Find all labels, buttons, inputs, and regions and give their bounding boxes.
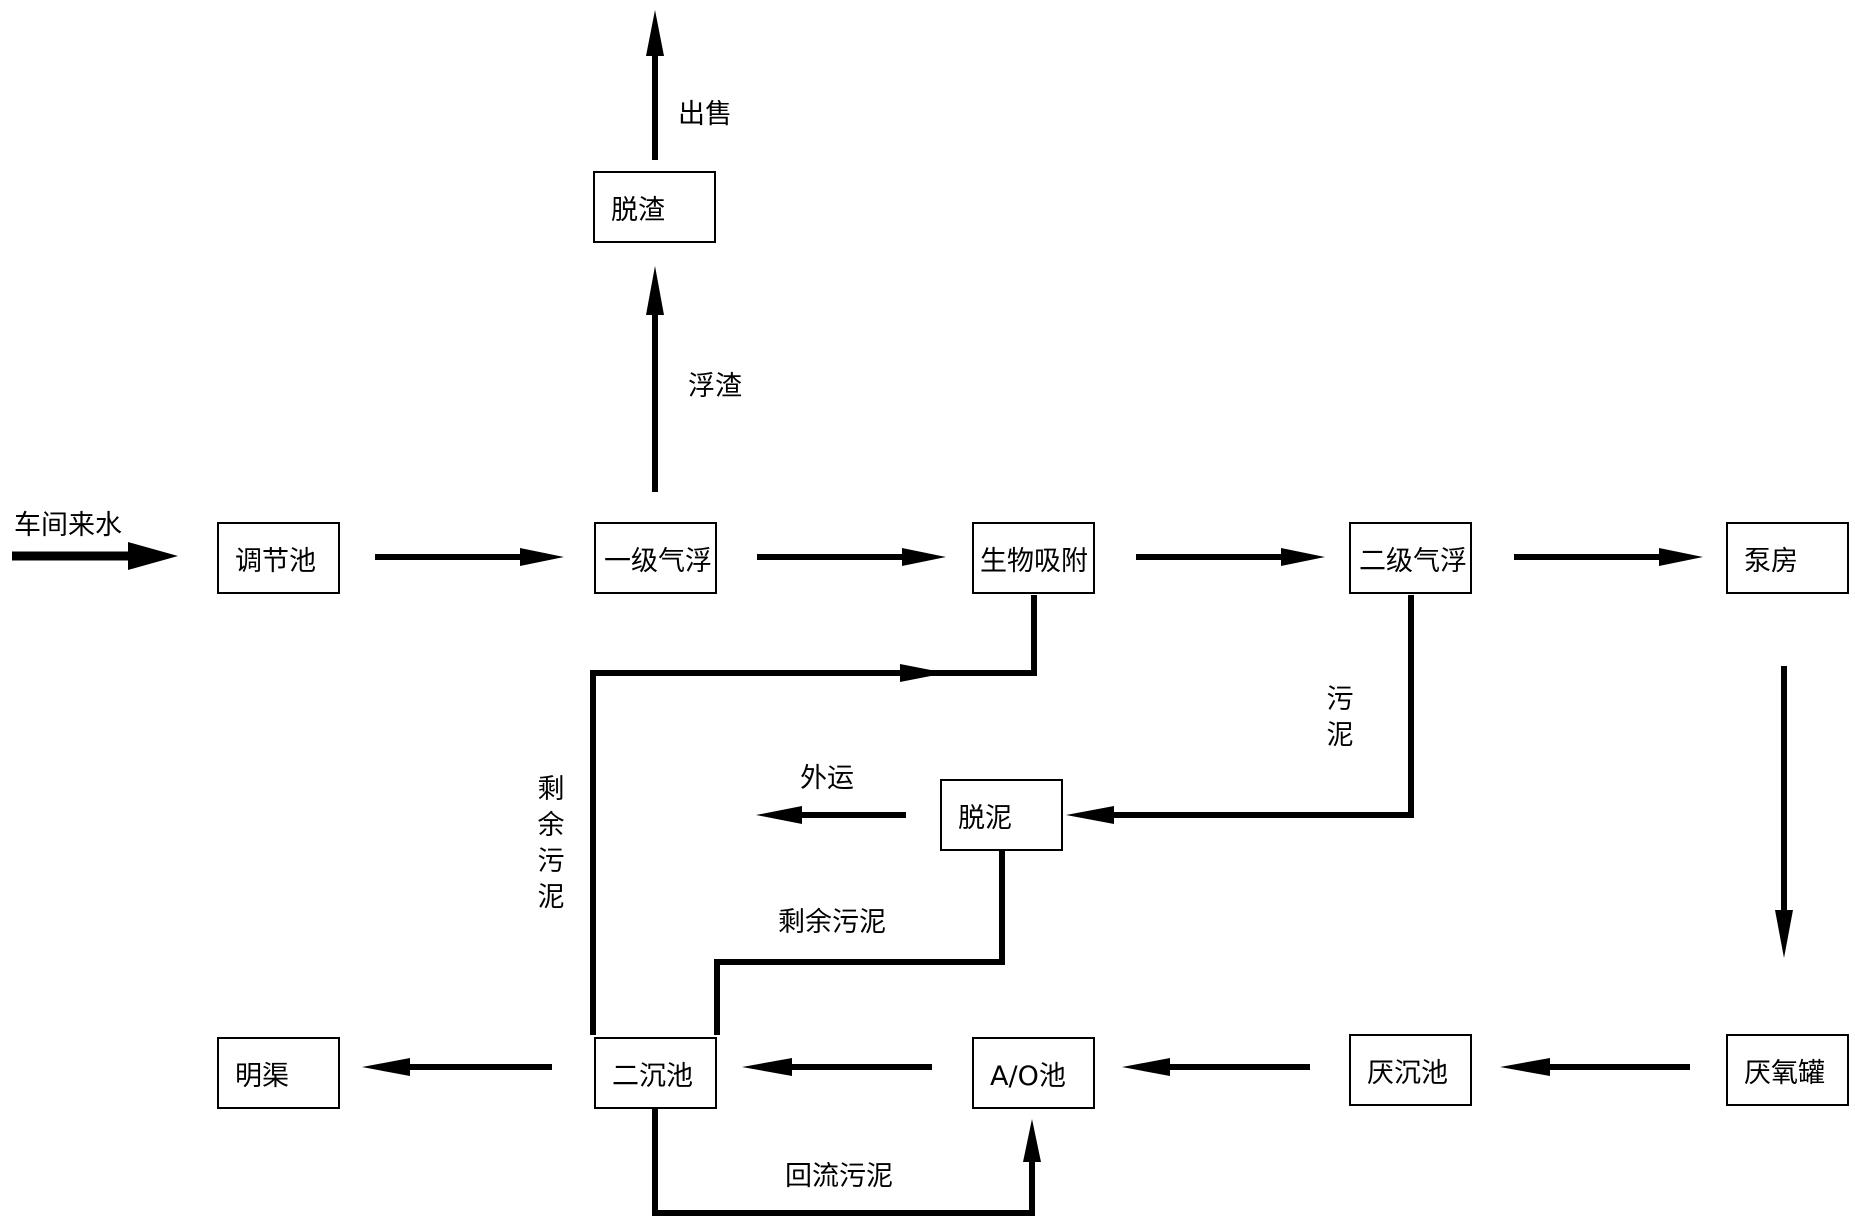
- label-huiliu-wuni: 回流污泥: [785, 1161, 893, 1192]
- label-inflow: 车间来水: [14, 510, 122, 541]
- label-wuni-vertical: 污泥: [1325, 682, 1355, 754]
- arrow-return-sludge: [652, 1107, 1041, 1216]
- node-erji-qifu: 二级气浮: [1349, 522, 1472, 594]
- line-erchenchi-surplus-to-shengwu: [590, 595, 1037, 1035]
- arrow-bengfang-to-yanyangguan: [1775, 666, 1793, 958]
- node-mingqu: 明渠: [217, 1037, 340, 1109]
- node-erchenchi: 二沉池: [594, 1037, 717, 1109]
- line-erchenchi-surplus-to-tuoni: [714, 851, 1005, 1035]
- node-tuoni: 脱泥: [940, 779, 1063, 851]
- label-waiyun: 外运: [800, 763, 854, 794]
- node-yanyangguan: 厌氧罐: [1726, 1034, 1849, 1106]
- vertical-label-char: 剩: [537, 774, 565, 805]
- node-tiaojiechi: 调节池: [217, 522, 340, 594]
- label-shengyu-wuni: 剩余污泥: [778, 907, 886, 938]
- arrow-erji-to-bengfang: [1514, 548, 1703, 566]
- node-yiji-qifu: 一级气浮: [594, 522, 717, 594]
- label-shengyu-wuni-vertical: 剩余污泥: [536, 772, 566, 916]
- vertical-label-char: 污: [537, 846, 565, 877]
- arrow-tuoni-to-waiyun: [756, 806, 906, 824]
- node-shengwu-xifu: 生物吸附: [972, 522, 1095, 594]
- node-ao-chi: A/O池: [972, 1037, 1095, 1109]
- vertical-label-char: 余: [537, 810, 565, 841]
- arrow-ao-to-erchenchi: [742, 1058, 932, 1076]
- arrow-erji-sludge-to-tuoni: [1066, 595, 1414, 824]
- node-tuozha: 脱渣: [593, 171, 716, 243]
- label-fuzha: 浮渣: [688, 371, 742, 402]
- arrow-tiaojiechi-to-yiji: [375, 548, 564, 566]
- arrow-yiji-to-shengwu: [757, 548, 946, 566]
- node-bengfang: 泵房: [1726, 522, 1849, 594]
- vertical-label-char: 泥: [537, 882, 565, 913]
- label-chushou: 出售: [678, 99, 732, 130]
- arrow-shengwu-to-erji: [1136, 548, 1325, 566]
- arrow-tuozha-to-chushou: [646, 10, 664, 160]
- vertical-label-char: 泥: [1326, 720, 1354, 751]
- arrow-erchenchi-to-mingqu: [362, 1058, 552, 1076]
- arrow-yiji-to-tuozha: [646, 266, 664, 492]
- arrow-yanyangguan-to-yanchenchi: [1500, 1058, 1690, 1076]
- inflow-arrowhead: [128, 542, 178, 570]
- arrow-yanchenchi-to-ao: [1122, 1058, 1310, 1076]
- node-yanchenchi: 厌沉池: [1349, 1034, 1472, 1106]
- vertical-label-char: 污: [1326, 684, 1354, 715]
